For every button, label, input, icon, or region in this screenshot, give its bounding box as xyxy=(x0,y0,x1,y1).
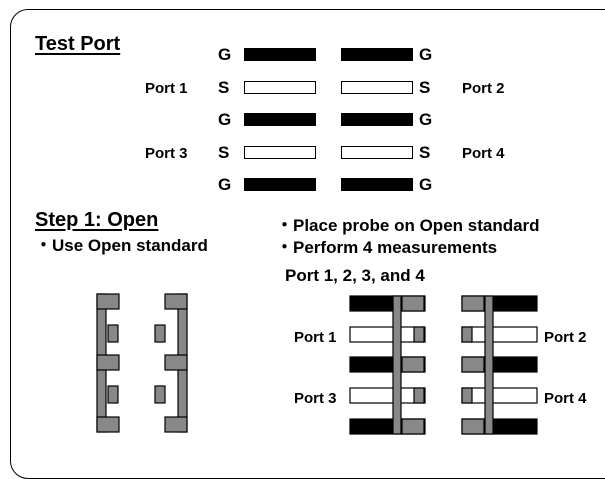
pad-label-s: S xyxy=(218,143,230,162)
pad-label-g: G xyxy=(419,45,433,64)
probe-right-group xyxy=(461,295,538,435)
pad-label-g: G xyxy=(419,175,433,194)
ground-pad xyxy=(244,113,316,126)
signal-pad xyxy=(341,81,413,94)
port-1-label: Port 1 xyxy=(145,80,188,97)
ground-pad xyxy=(341,178,413,191)
step-1-title: Step 1: Open xyxy=(35,209,159,231)
signal-pad xyxy=(244,81,316,94)
step-port-1-label: Port 1 xyxy=(294,329,337,346)
left-bullet: ・Use Open standard xyxy=(35,236,208,255)
ground-pad xyxy=(341,48,413,61)
port-2-label: Port 2 xyxy=(462,80,505,97)
port-3-label: Port 3 xyxy=(145,145,188,162)
pad-label-s: S xyxy=(419,78,431,97)
bullet-perform-measurements: ・Perform 4 measurements xyxy=(276,238,498,257)
pad-label-s: S xyxy=(419,143,431,162)
ground-pad xyxy=(244,48,316,61)
ground-pad xyxy=(341,113,413,126)
signal-pad xyxy=(341,146,413,159)
signal-pad xyxy=(244,146,316,159)
step-port-4-label: Port 4 xyxy=(544,390,587,407)
pad-label-s: S xyxy=(218,78,230,97)
probe-left-group xyxy=(349,295,426,435)
port-4-label: Port 4 xyxy=(462,145,505,162)
open-standard xyxy=(96,293,188,433)
pad-label-g: G xyxy=(218,45,232,64)
test-port-title: Test Port xyxy=(35,33,121,55)
step-port-3-label: Port 3 xyxy=(294,390,337,407)
ground-pad xyxy=(244,178,316,191)
step-port-2-label: Port 2 xyxy=(544,329,587,346)
pad-label-g: G xyxy=(218,110,232,129)
pad-label-g: G xyxy=(419,110,433,129)
pad-label-g: G xyxy=(218,175,232,194)
standard-drawings xyxy=(96,293,538,435)
ports-list-text: Port 1, 2, 3, and 4 xyxy=(285,266,425,285)
bullet-place-probe: ・Place probe on Open standard xyxy=(276,216,540,235)
